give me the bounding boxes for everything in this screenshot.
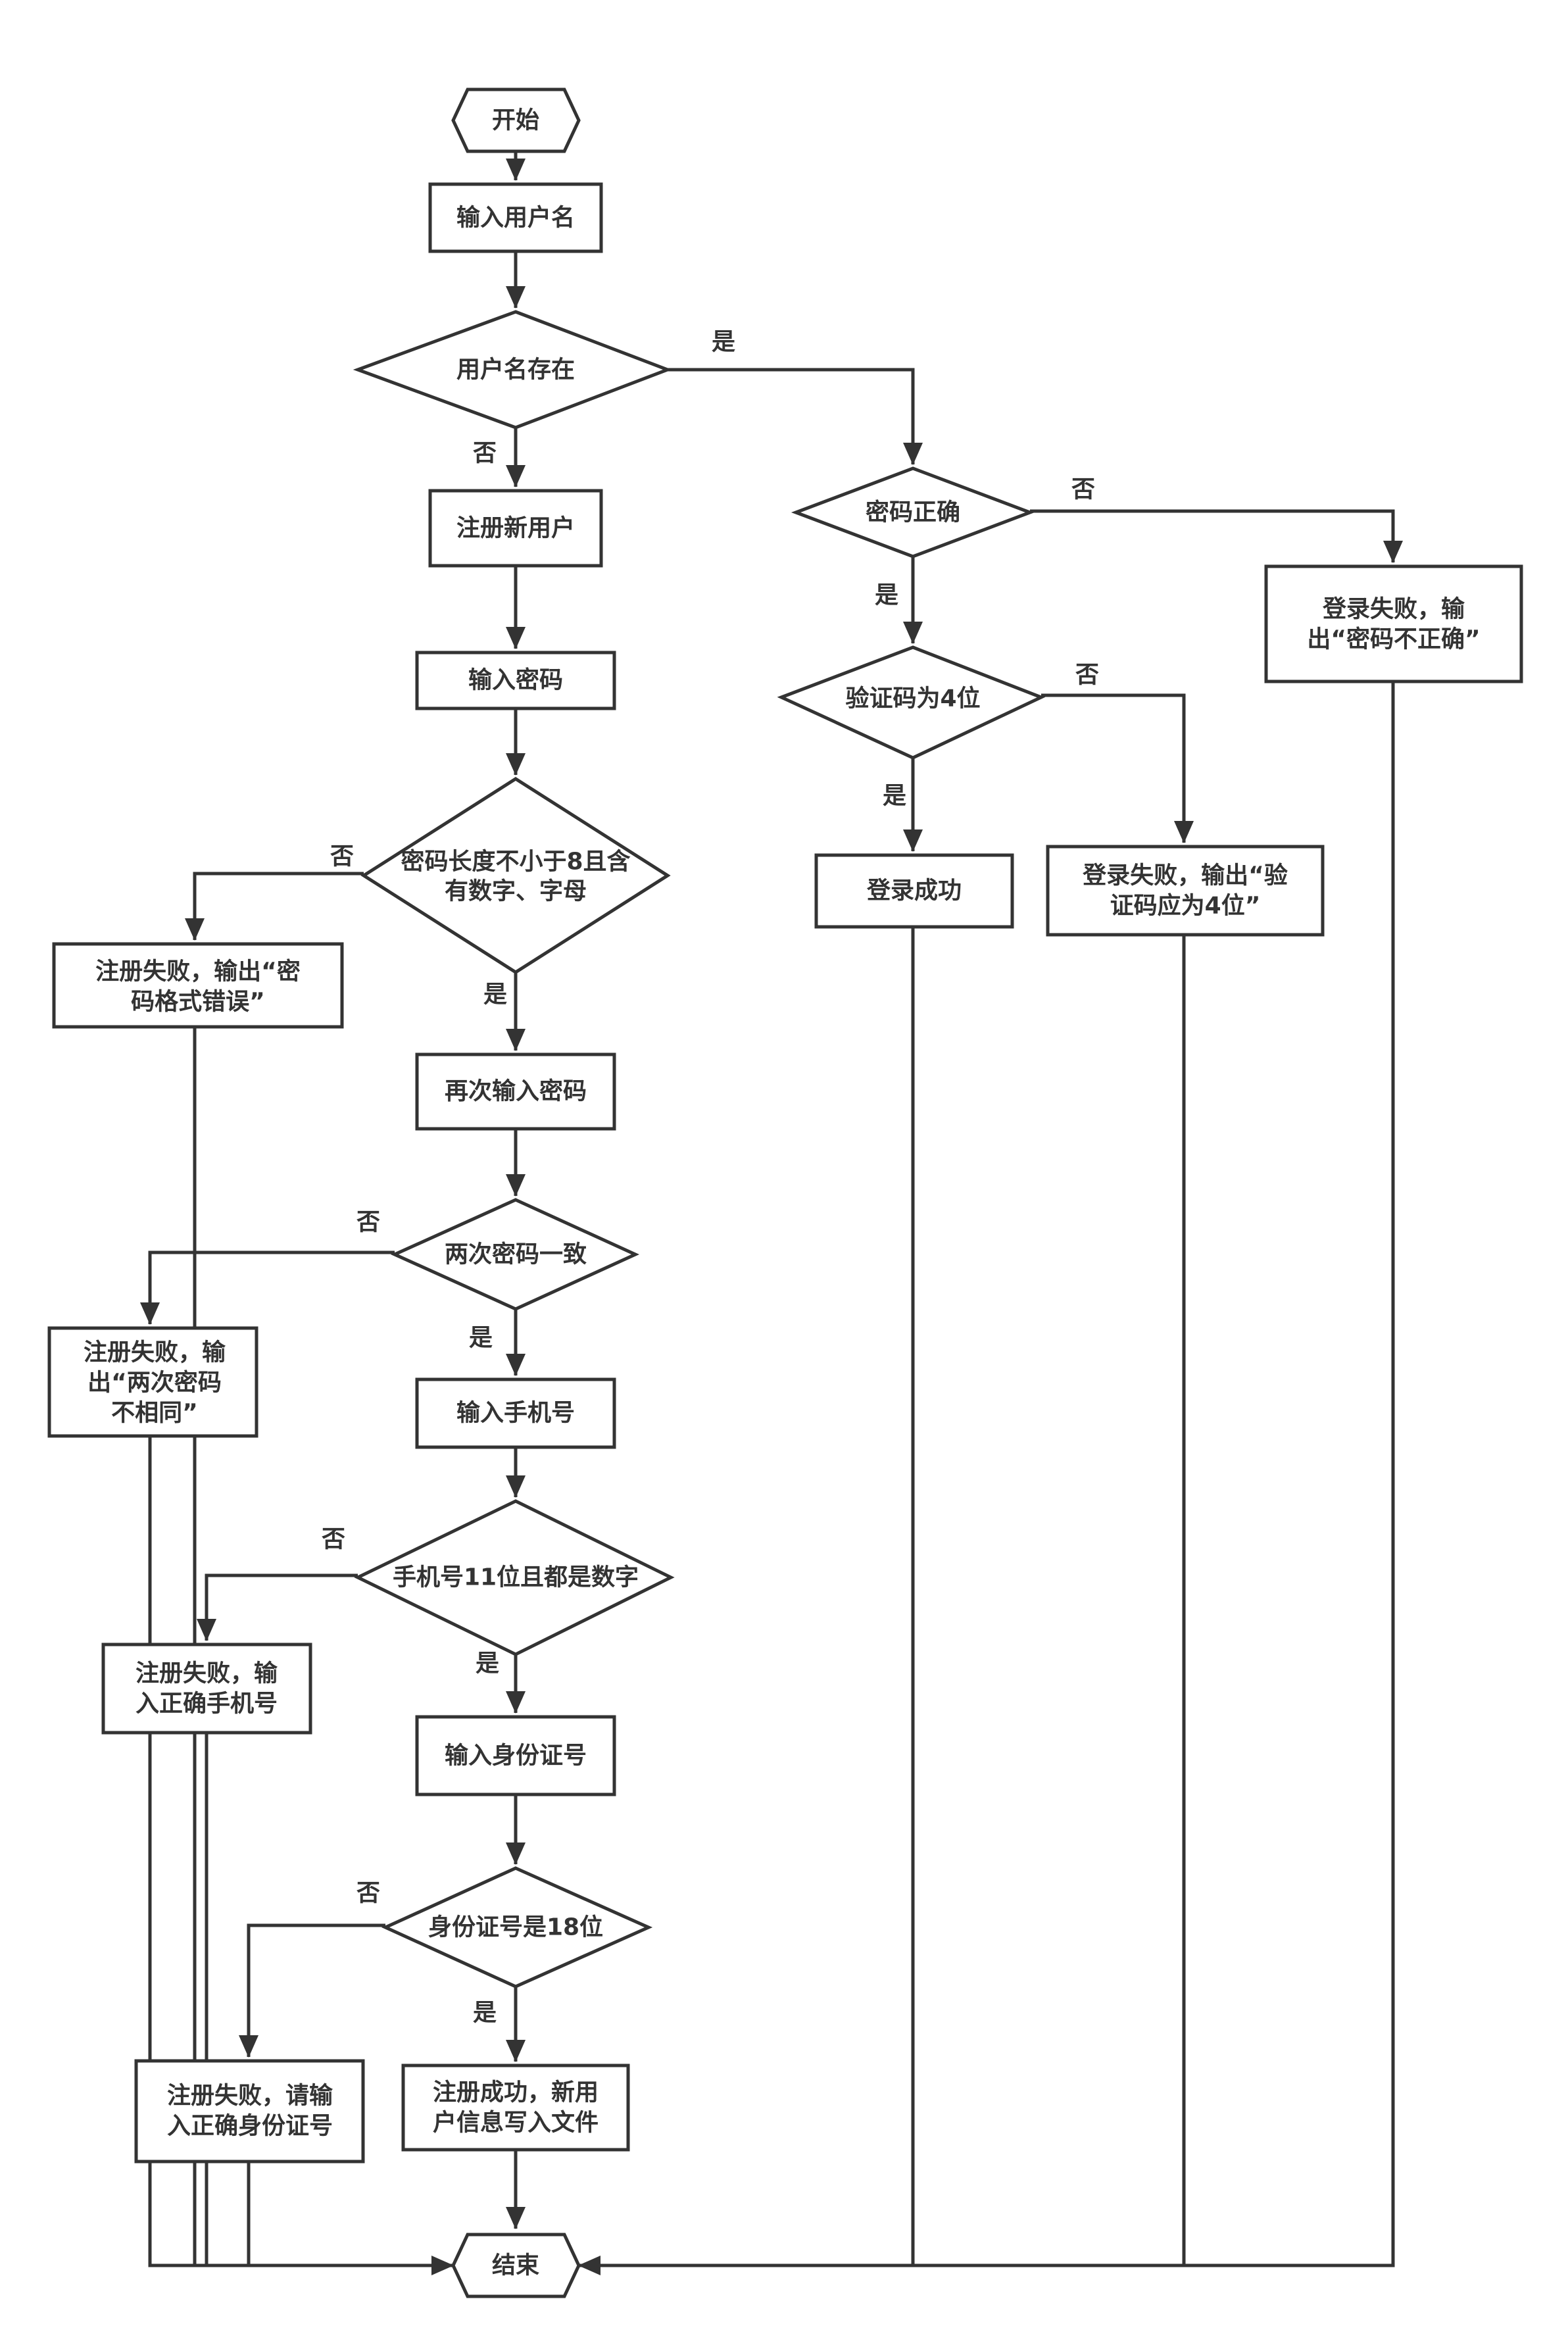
login-fail-password-line-1: 登录失败，输	[1322, 596, 1465, 623]
label-password-correct-yes: 是	[875, 582, 898, 609]
format-error-line-2: 码格式错误”	[131, 989, 265, 1016]
login-fail-code-box: 登录失败，输出“验 证码应为4位”	[1046, 845, 1325, 937]
end-label: 结束	[492, 2252, 539, 2279]
input-password-again-label: 再次输入密码	[445, 1077, 587, 1105]
register-success-line-2: 户信息写入文件	[433, 2110, 599, 2137]
register-success-box: 注册成功，新用 户信息写入文件	[401, 2064, 630, 2152]
differ-error-line-3: 不相同”	[111, 1400, 198, 1427]
passwords-differ-error-box: 注册失败，输 出“两次密码 不相同”	[47, 1326, 258, 1438]
edge-match-no-to-differ-error	[140, 1250, 395, 1325]
input-phone-box: 输入手机号	[415, 1377, 616, 1449]
password-correct-decision: 密码正确	[791, 466, 1035, 558]
edge-login-fail-to-end	[578, 681, 1395, 2275]
edges	[140, 120, 1403, 2275]
input-username-label: 输入用户名	[456, 205, 575, 232]
label-match-no: 否	[356, 1209, 380, 1236]
differ-error-line-1: 注册失败，输	[84, 1339, 226, 1366]
edge-labels: 是 否 否 是 否 是 否 是 否 是 否 是 否 是	[322, 329, 1099, 2027]
label-phone-no: 否	[322, 1526, 345, 1553]
register-success-line-1: 注册成功，新用	[433, 2079, 599, 2106]
edge-code-no-to-login-fail-code	[1041, 693, 1194, 843]
password-correct-label: 密码正确	[866, 499, 960, 526]
login-fail-password-line-2: 出“密码不正确”	[1307, 626, 1480, 653]
label-password-correct-no: 否	[1071, 476, 1095, 503]
password-format-error-box: 注册失败，输出“密 码格式错误”	[52, 942, 344, 1029]
id-error-line-1: 注册失败，请输	[167, 2083, 333, 2110]
label-phone-yes: 是	[476, 1650, 499, 1677]
register-new-user-label: 注册新用户	[456, 515, 575, 542]
label-id-yes: 是	[473, 2000, 497, 2027]
edge-rule-no-to-format-error	[185, 872, 364, 941]
edge-password-correct-no-to-login-fail	[1030, 509, 1403, 563]
login-success-box: 登录成功	[814, 853, 1014, 929]
register-new-user-box: 注册新用户	[428, 489, 603, 568]
login-fail-code-line-2: 证码应为4位”	[1110, 893, 1261, 920]
label-code-yes: 是	[883, 783, 906, 810]
input-password-again-box: 再次输入密码	[415, 1052, 616, 1131]
format-error-line-1: 注册失败，输出“密	[95, 958, 301, 985]
start-label: 开始	[492, 107, 539, 134]
input-id-label: 输入身份证号	[445, 1743, 587, 1769]
label-code-no: 否	[1075, 662, 1099, 689]
phone-error-line-1: 注册失败，输	[135, 1660, 278, 1687]
phone-error-line-2: 入正确手机号	[135, 1691, 278, 1718]
login-fail-password-box: 登录失败，输 出“密码不正确”	[1264, 564, 1523, 683]
passwords-match-label: 两次密码一致	[445, 1241, 587, 1268]
input-password-label: 输入密码	[468, 666, 563, 694]
input-username-box: 输入用户名	[428, 182, 603, 253]
edge-phone-no-to-phone-error	[197, 1573, 358, 1641]
differ-error-line-2: 出“两次密码	[87, 1369, 222, 1397]
edge-id-no-to-id-error	[239, 1923, 385, 2058]
id-rule-label: 身份证号是18位	[428, 1914, 603, 1941]
id-error-line-2: 入正确身份证号	[167, 2113, 333, 2140]
passwords-match-decision: 两次密码一致	[390, 1198, 640, 1311]
password-rule-line-1: 密码长度不小于8且含	[401, 848, 630, 876]
login-fail-code-line-1: 登录失败，输出“验	[1082, 862, 1288, 889]
id-rule-decision: 身份证号是18位	[381, 1866, 653, 1989]
input-phone-label: 输入手机号	[456, 1400, 575, 1427]
phone-rule-label: 手机号11位且都是数字	[393, 1564, 639, 1591]
label-match-yes: 是	[469, 1325, 493, 1352]
input-id-box: 输入身份证号	[415, 1715, 616, 1796]
label-id-no: 否	[356, 1880, 380, 1907]
start-terminator: 开始	[451, 87, 581, 153]
end-terminator: 结束	[451, 2233, 581, 2298]
label-rule-yes: 是	[483, 981, 507, 1008]
phone-rule-decision: 手机号11位且都是数字	[354, 1499, 675, 1656]
label-rule-no: 否	[330, 843, 354, 870]
id-error-box: 注册失败，请输 入正确身份证号	[134, 2059, 365, 2164]
password-rule-decision: 密码长度不小于8且含 有数字、字母	[360, 777, 671, 974]
edge-exists-yes-to-password-correct	[668, 368, 923, 465]
code-check-decision: 验证码为4位	[777, 645, 1046, 760]
label-exists-no: 否	[473, 440, 497, 467]
username-exists-decision: 用户名存在	[353, 310, 673, 430]
input-password-box: 输入密码	[415, 651, 616, 710]
label-exists-yes: 是	[712, 329, 735, 356]
phone-error-box: 注册失败，输 入正确手机号	[101, 1643, 312, 1735]
code-check-label: 验证码为4位	[845, 685, 980, 712]
login-success-label: 登录成功	[866, 878, 962, 904]
password-rule-line-2: 有数字、字母	[445, 878, 587, 905]
username-exists-label: 用户名存在	[456, 357, 575, 383]
